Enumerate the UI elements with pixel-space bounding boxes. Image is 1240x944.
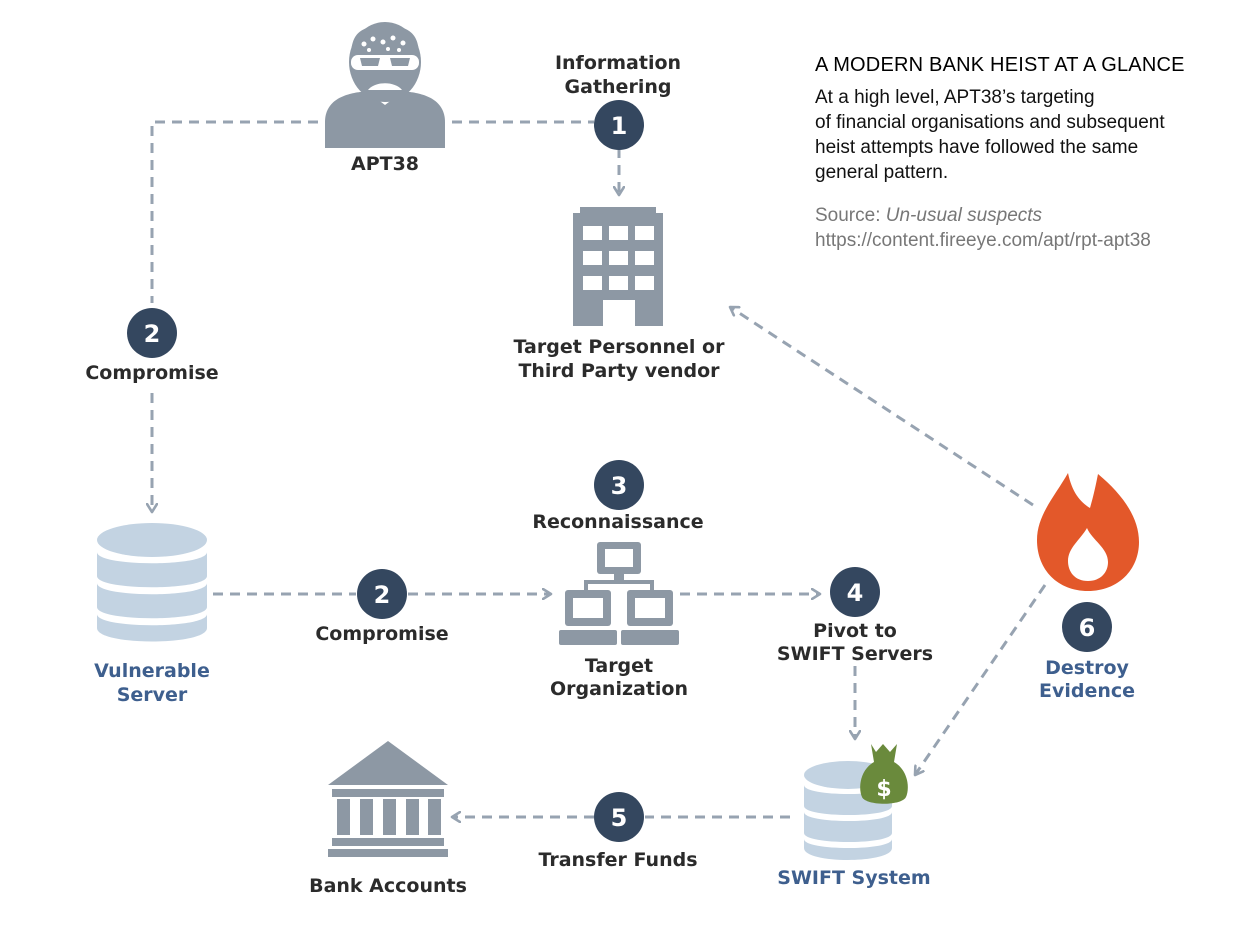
apt38-label: APT38 bbox=[351, 153, 419, 175]
fire-icon bbox=[1037, 473, 1139, 591]
step-badge-3: 3 bbox=[594, 460, 644, 510]
target-personnel-label-line2: Third Party vendor bbox=[518, 360, 720, 382]
destroy-evidence-label-line1: Destroy bbox=[1045, 657, 1129, 679]
svg-text:6: 6 bbox=[1079, 614, 1096, 642]
desc-line-3: heist attempts have followed the same bbox=[815, 137, 1139, 158]
step-badge-2a: 2 bbox=[127, 308, 177, 358]
connector-apt38-to-step2 bbox=[150, 120, 318, 303]
swift-system-label: SWIFT System bbox=[777, 867, 930, 889]
desc-line-1: At a high level, APT38’s targeting bbox=[815, 87, 1095, 108]
step4-label-line2: SWIFT Servers bbox=[777, 643, 933, 665]
svg-text:2: 2 bbox=[144, 320, 161, 348]
step1-label-line2: Gathering bbox=[565, 76, 672, 98]
step-badge-1: 1 bbox=[594, 100, 644, 150]
step2b-label: Compromise bbox=[315, 623, 448, 645]
dollar-sign: $ bbox=[876, 777, 891, 802]
vulnerable-server-label-line2: Server bbox=[117, 684, 188, 706]
step-badge-4: 4 bbox=[830, 567, 880, 617]
connector-fire-to-building bbox=[730, 307, 1034, 507]
svg-text:3: 3 bbox=[611, 472, 628, 500]
source-title: Un-usual suspects bbox=[885, 205, 1043, 226]
step-badge-5: 5 bbox=[594, 792, 644, 842]
desc-line-2: of financial organisations and subsequen… bbox=[815, 112, 1165, 133]
target-organization-label-line2: Organization bbox=[550, 678, 688, 700]
panel-title: A MODERN BANK HEIST AT A GLANCE bbox=[815, 54, 1185, 76]
step4-label-line1: Pivot to bbox=[813, 620, 897, 642]
desc-line-4: general pattern. bbox=[815, 162, 949, 183]
svg-text:1: 1 bbox=[611, 112, 628, 140]
target-personnel-label-line1: Target Personnel or bbox=[514, 336, 726, 358]
step5-label: Transfer Funds bbox=[538, 849, 697, 871]
source-prefix: Source: bbox=[815, 205, 886, 226]
step2a-label: Compromise bbox=[85, 362, 218, 384]
network-computers-icon bbox=[559, 542, 679, 645]
hacker-icon bbox=[325, 22, 445, 148]
target-organization-label-line1: Target bbox=[585, 655, 653, 677]
panel-description: At a high level, APT38’s targeting of fi… bbox=[815, 85, 1215, 185]
vulnerable-server-label-line1: Vulnerable bbox=[94, 660, 210, 682]
bank-accounts-label: Bank Accounts bbox=[309, 875, 467, 897]
destroy-evidence-label-line2: Evidence bbox=[1039, 680, 1135, 702]
database-money-bag-icon: $ bbox=[804, 744, 908, 860]
office-building-icon bbox=[573, 207, 663, 326]
bank-building-icon bbox=[328, 741, 448, 857]
svg-text:5: 5 bbox=[611, 804, 628, 832]
step-badge-6: 6 bbox=[1062, 602, 1112, 652]
step1-label-line1: Information bbox=[555, 52, 681, 74]
svg-text:2: 2 bbox=[374, 581, 391, 609]
connector-fire-to-swift bbox=[915, 584, 1047, 775]
database-server-icon bbox=[97, 523, 207, 642]
svg-text:4: 4 bbox=[847, 579, 864, 607]
source-block: Source: Un-usual suspects https://conten… bbox=[815, 203, 1215, 253]
info-panel: A MODERN BANK HEIST AT A GLANCE At a hig… bbox=[815, 54, 1215, 253]
source-url[interactable]: https://content.fireeye.com/apt/rpt-apt3… bbox=[815, 230, 1151, 251]
step-badge-2b: 2 bbox=[357, 569, 407, 619]
step3-label: Reconnaissance bbox=[532, 511, 703, 533]
